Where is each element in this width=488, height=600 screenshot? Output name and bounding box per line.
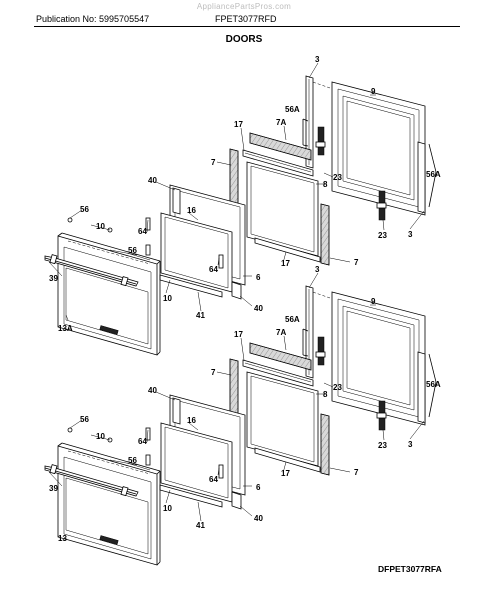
callout-64: 64 bbox=[209, 265, 218, 274]
callout-56a: 56A bbox=[426, 380, 441, 389]
callout-17: 17 bbox=[281, 469, 290, 478]
callout-10: 10 bbox=[163, 294, 172, 303]
callout-9: 9 bbox=[371, 87, 376, 96]
callout-40: 40 bbox=[254, 514, 263, 523]
callout-3: 3 bbox=[315, 55, 320, 64]
callout-6: 6 bbox=[256, 483, 261, 492]
callout-64: 64 bbox=[138, 227, 147, 236]
callout-10: 10 bbox=[96, 222, 105, 231]
callout-7: 7 bbox=[354, 468, 359, 477]
callout-7: 7 bbox=[354, 258, 359, 267]
callout-64: 64 bbox=[138, 437, 147, 446]
callout-17: 17 bbox=[234, 120, 243, 129]
callout-13a: 13A bbox=[58, 324, 73, 333]
callout-23: 23 bbox=[378, 231, 387, 240]
callout-56a: 56A bbox=[285, 315, 300, 324]
callout-40: 40 bbox=[254, 304, 263, 313]
callouts-upper: 3 9 56A 7A 17 7 8 23 56A 23 3 40 16 56 1… bbox=[49, 55, 441, 333]
callout-39: 39 bbox=[49, 274, 58, 283]
watermark: AppliancePartsPros.com bbox=[196, 2, 292, 11]
callout-23: 23 bbox=[378, 441, 387, 450]
callout-10: 10 bbox=[163, 504, 172, 513]
callout-7a: 7A bbox=[276, 118, 286, 127]
callout-7a: 7A bbox=[276, 328, 286, 337]
callout-3: 3 bbox=[408, 440, 413, 449]
callout-56: 56 bbox=[128, 246, 137, 255]
publication-number: Publication No: 5995705547 bbox=[36, 14, 150, 24]
callout-10: 10 bbox=[96, 432, 105, 441]
callout-40: 40 bbox=[148, 386, 157, 395]
callout-40: 40 bbox=[148, 176, 157, 185]
callout-56: 56 bbox=[128, 456, 137, 465]
leader-lines-lower bbox=[48, 272, 425, 522]
leader-lines-upper bbox=[48, 62, 425, 321]
callout-16: 16 bbox=[187, 206, 196, 215]
callout-23: 23 bbox=[333, 383, 342, 392]
callout-56a: 56A bbox=[285, 105, 300, 114]
diagram-id: DFPET3077RFA bbox=[378, 564, 442, 574]
callout-7: 7 bbox=[211, 158, 216, 167]
callout-17: 17 bbox=[234, 330, 243, 339]
callout-23: 23 bbox=[333, 173, 342, 182]
callout-3: 3 bbox=[315, 265, 320, 274]
section-title: DOORS bbox=[225, 34, 263, 45]
callout-56a: 56A bbox=[426, 170, 441, 179]
callout-41: 41 bbox=[196, 311, 205, 320]
callout-64: 64 bbox=[209, 475, 218, 484]
callout-17: 17 bbox=[281, 259, 290, 268]
callout-16: 16 bbox=[187, 416, 196, 425]
callout-6: 6 bbox=[256, 273, 261, 282]
callout-56: 56 bbox=[80, 205, 89, 214]
callout-7: 7 bbox=[211, 368, 216, 377]
callout-8: 8 bbox=[323, 180, 328, 189]
header-rule bbox=[34, 26, 460, 27]
callout-56: 56 bbox=[80, 415, 89, 424]
model-number: FPET3077RFD bbox=[215, 14, 277, 24]
callouts-lower: 3 9 56A 7A 17 7 8 23 56A 23 3 40 16 56 1… bbox=[49, 265, 441, 543]
callout-39: 39 bbox=[49, 484, 58, 493]
callout-8: 8 bbox=[323, 390, 328, 399]
callout-3: 3 bbox=[408, 230, 413, 239]
callout-13: 13 bbox=[58, 534, 67, 543]
callout-41: 41 bbox=[196, 521, 205, 530]
callout-9: 9 bbox=[371, 297, 376, 306]
